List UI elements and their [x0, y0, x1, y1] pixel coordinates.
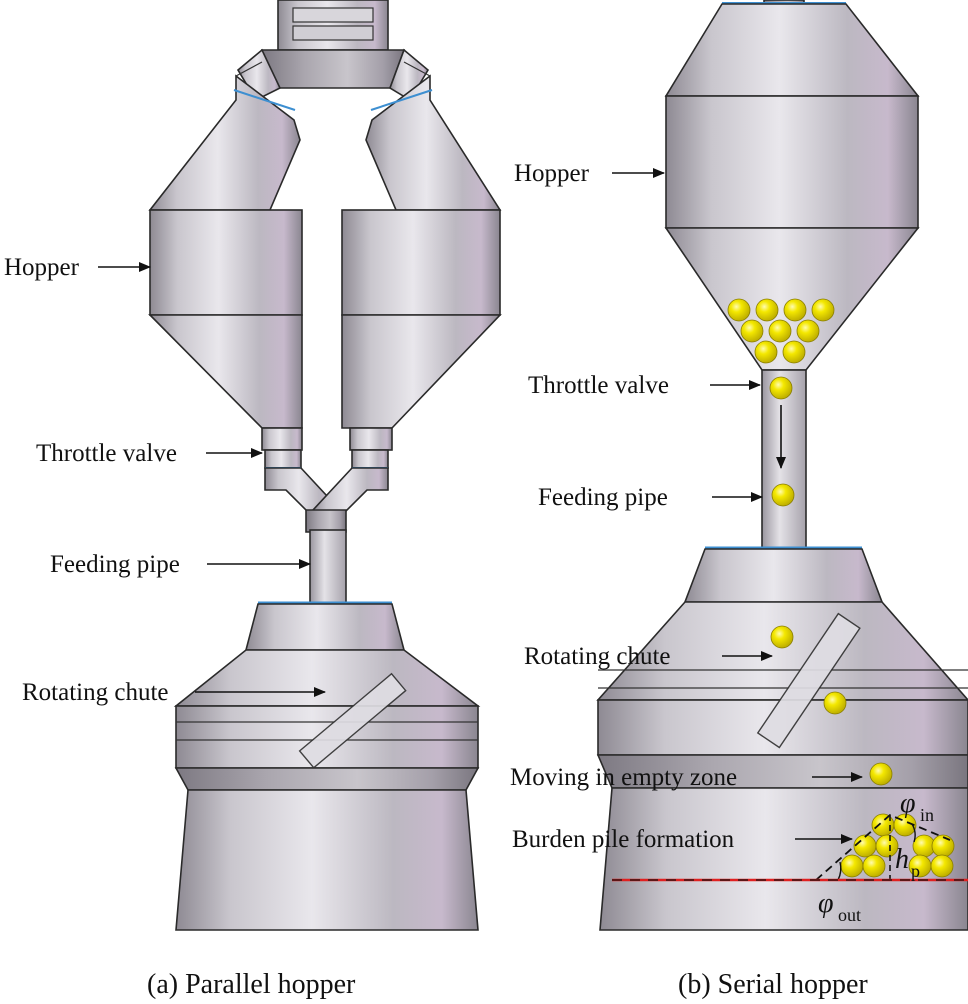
- serial-hopper: [664, 0, 920, 371]
- phi-in-symbol: φ: [900, 788, 916, 819]
- b-moving-empty-zone-label: Moving in empty zone: [510, 764, 737, 791]
- burden-pile: [612, 813, 968, 882]
- a-rotating-chute-label: Rotating chute: [22, 679, 169, 706]
- particles-in-pipe: [769, 376, 795, 507]
- b-caption: (b) Serial hopper: [678, 969, 868, 1000]
- b-feeding-pipe-label: Feeding pipe: [538, 484, 668, 511]
- particles-in-hopper: [727, 298, 835, 364]
- phi-out-symbol: φ: [818, 888, 834, 919]
- a-feeding-pipe-label: Feeding pipe: [50, 551, 180, 578]
- left-hopper: [148, 61, 303, 469]
- b-throttle-valve-label: Throttle valve: [528, 372, 669, 399]
- particles-in-chute: [770, 625, 893, 786]
- b-burden-pile-label: Burden pile formation: [512, 826, 735, 853]
- h-p-subscript: p: [911, 861, 920, 881]
- parallel-hopper-figure: Hopper Throttle valve Feeding pipe Rotat…: [4, 0, 502, 1000]
- right-hopper: [341, 61, 502, 469]
- h-p-symbol: h: [895, 844, 909, 875]
- phi-out-subscript: out: [838, 905, 861, 925]
- b-rotating-chute-label: Rotating chute: [524, 643, 671, 670]
- phi-in-subscript: in: [920, 805, 934, 825]
- top-distributor: [236, 0, 430, 102]
- a-throttle-valve-label: Throttle valve: [36, 440, 177, 467]
- b-hopper-label: Hopper: [514, 160, 590, 187]
- a-caption: (a) Parallel hopper: [147, 969, 356, 1000]
- a-hopper-label: Hopper: [4, 254, 80, 281]
- serial-hopper-figure: Hopper Throttle valve Feeding pipe Rotat…: [510, 0, 968, 1000]
- left-furnace-body: [173, 601, 481, 931]
